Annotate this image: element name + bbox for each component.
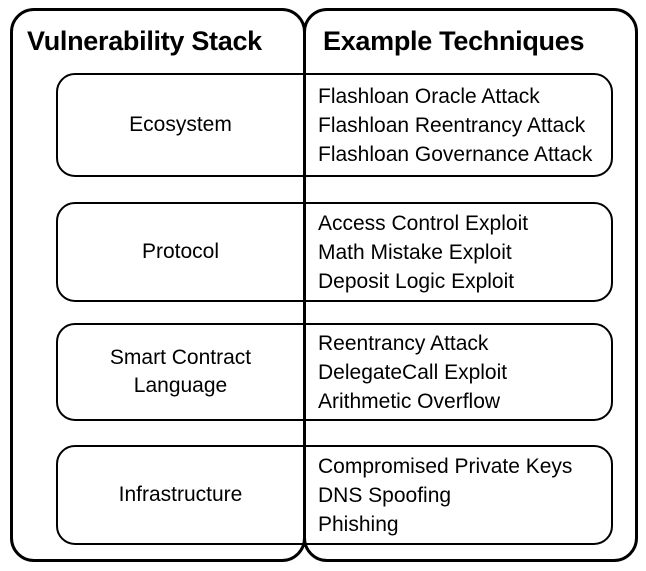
category-label: Protocol [141,240,220,263]
left-column-header: Vulnerability Stack [27,26,262,56]
technique-item: Flashloan Governance Attack [318,142,593,166]
category-label: Smart Contract Language [109,346,252,397]
category-label: Ecosystem [129,113,232,136]
technique-item: Flashloan Oracle Attack [318,84,540,108]
stack-row-ecosystem: Ecosystem Flashloan Oracle Attack Flashl… [56,73,613,177]
category-cell: Smart Contract Language [58,325,303,419]
techniques-cell: Access Control Exploit Math Mistake Expl… [303,204,611,300]
techniques-cell: Flashloan Oracle Attack Flashloan Reentr… [303,75,611,175]
technique-item: Access Control Exploit [318,211,529,235]
technique-item: Arithmetic Overflow [318,389,501,413]
category-cell: Infrastructure [58,447,303,543]
technique-item: DNS Spoofing [318,483,452,507]
technique-item: Flashloan Reentrancy Attack [318,113,586,137]
technique-item: Deposit Logic Exploit [318,269,515,293]
techniques-cell: Compromised Private Keys DNS Spoofing Ph… [303,447,611,543]
category-cell: Protocol [58,204,303,300]
technique-item: Compromised Private Keys [318,454,573,478]
technique-item: Phishing [318,512,399,536]
category-label: Infrastructure [118,483,243,506]
stack-row-protocol: Protocol Access Control Exploit Math Mis… [56,202,613,302]
technique-item: Math Mistake Exploit [318,240,512,264]
technique-item: DelegateCall Exploit [318,360,508,384]
example-techniques-panel [303,8,638,562]
stack-row-infrastructure: Infrastructure Compromised Private Keys … [56,445,613,545]
stack-row-smart-contract-language: Smart Contract Language Reentrancy Attac… [56,323,613,421]
techniques-cell: Reentrancy Attack DelegateCall Exploit A… [303,325,611,419]
technique-item: Reentrancy Attack [318,331,489,355]
right-column-header: Example Techniques [323,26,585,56]
category-cell: Ecosystem [58,75,303,175]
